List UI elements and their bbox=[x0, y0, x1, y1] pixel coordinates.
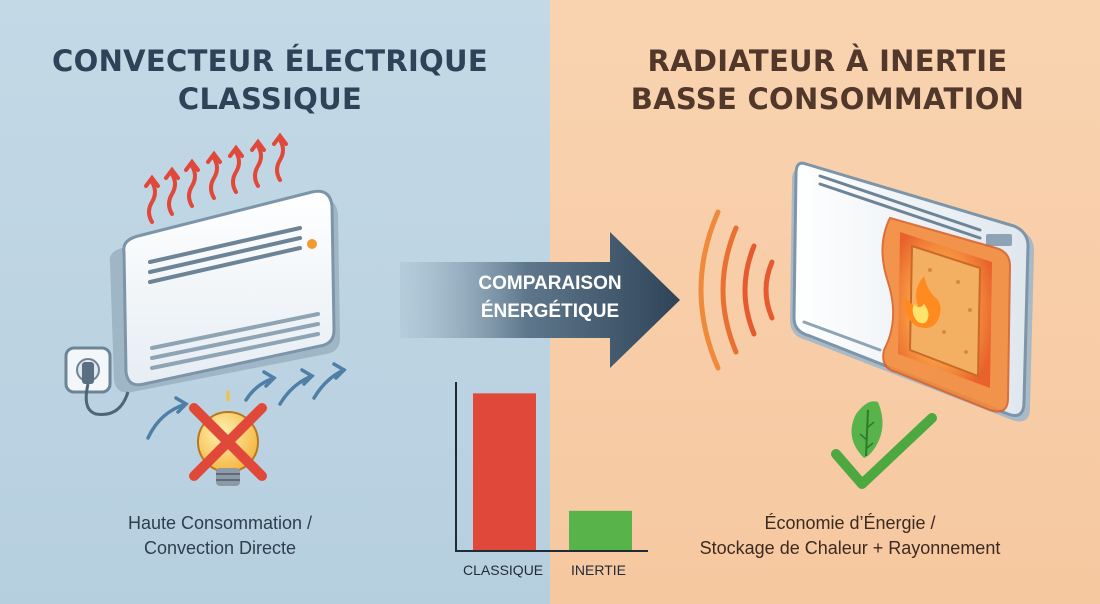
right-title-line1: RADIATEUR À INERTIE bbox=[647, 44, 1008, 78]
radiation-waves-icon bbox=[698, 209, 775, 371]
convector-heater-icon bbox=[109, 189, 340, 393]
left-title: CONVECTEUR ÉLECTRIQUE CLASSIQUE bbox=[0, 42, 540, 118]
cold-air-arrows-icon bbox=[146, 362, 347, 440]
energy-bar-chart bbox=[455, 382, 648, 552]
comparison-label-line1: COMPARAISON bbox=[478, 273, 622, 294]
left-caption-line1: Haute Consommation / bbox=[127, 513, 313, 533]
bar-label-classique: CLASSIQUE bbox=[463, 562, 544, 578]
bar-label-inertie: INERTIE bbox=[571, 562, 626, 578]
left-title-line2: CLASSIQUE bbox=[177, 82, 363, 116]
right-caption-line2: Stockage de Chaleur + Rayonnement bbox=[699, 538, 1001, 558]
checkmark-icon bbox=[831, 413, 937, 489]
right-caption-line1: Économie d’Énergie / bbox=[764, 513, 936, 533]
power-plug-icon bbox=[64, 346, 130, 417]
inertia-radiator-icon bbox=[790, 161, 1034, 422]
comparison-arrow-icon bbox=[400, 232, 680, 368]
right-caption: Économie d’Énergie / Stockage de Chaleur… bbox=[600, 511, 1100, 561]
comparison-label: COMPARAISON ÉNERGÉTIQUE bbox=[455, 270, 645, 326]
right-title-line2: BASSE CONSOMMATION bbox=[630, 82, 1025, 116]
heat-wave-icon bbox=[144, 132, 288, 224]
right-title: RADIATEUR À INERTIE BASSE CONSOMMATION bbox=[555, 42, 1100, 118]
bar-inertie bbox=[569, 510, 632, 550]
comparison-label-line2: ÉNERGÉTIQUE bbox=[480, 301, 620, 322]
leaf-icon bbox=[851, 401, 883, 458]
bar-classique bbox=[473, 393, 536, 550]
left-caption: Haute Consommation / Convection Directe bbox=[60, 511, 380, 561]
flame-icon bbox=[904, 276, 941, 328]
left-title-line1: CONVECTEUR ÉLECTRIQUE bbox=[52, 44, 488, 78]
crossed-lightbulb-icon bbox=[188, 390, 268, 486]
left-caption-line2: Convection Directe bbox=[143, 538, 297, 558]
